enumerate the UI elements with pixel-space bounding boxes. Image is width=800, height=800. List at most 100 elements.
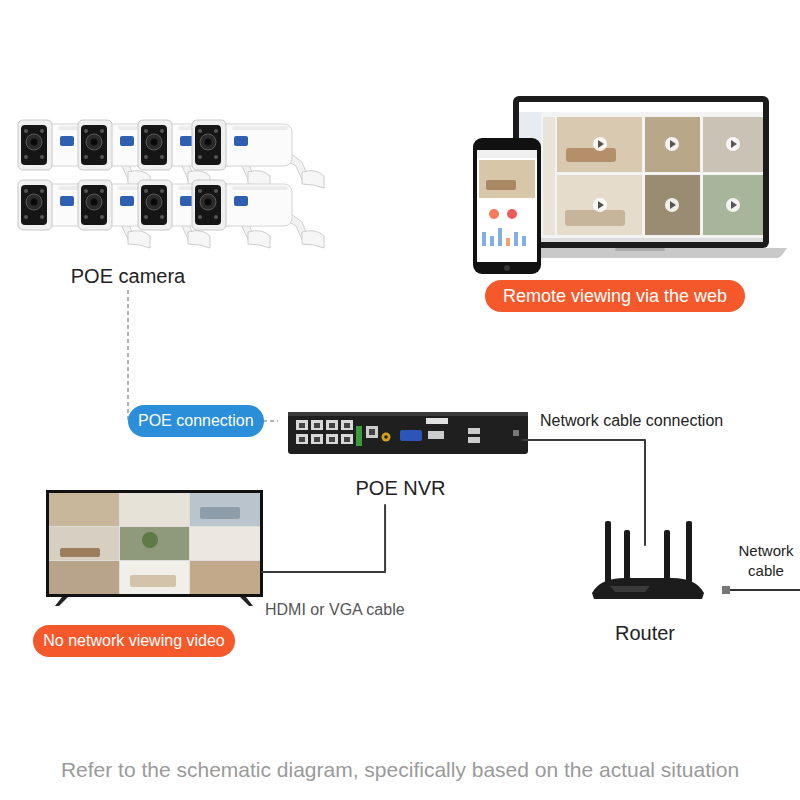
- nvr-device: [341, 420, 353, 430]
- device-label: POE NVR: [355, 476, 445, 500]
- nvr-device: [400, 430, 422, 441]
- laptop: [565, 210, 625, 226]
- television: [240, 597, 253, 606]
- network-cable-line: [728, 589, 800, 591]
- television: [60, 548, 100, 557]
- cable-connector: [128, 290, 278, 421]
- nvr-device: [288, 412, 528, 454]
- nvr-device: [311, 420, 323, 430]
- nvr-device: [299, 437, 305, 442]
- nvr-device: [329, 437, 335, 442]
- laptop: [665, 198, 679, 212]
- nvr-device: [366, 426, 378, 438]
- cable-connector: [262, 505, 385, 572]
- laptop: [665, 137, 679, 151]
- laptop: [566, 148, 616, 162]
- television: [190, 561, 260, 594]
- nvr-device: [344, 437, 350, 442]
- network-cable-line: [722, 586, 730, 594]
- router: [686, 521, 692, 583]
- nvr-device: [513, 430, 519, 436]
- nvr-device: [296, 434, 308, 444]
- television: [190, 493, 260, 526]
- smartphone: [477, 150, 537, 262]
- laptop: [593, 198, 607, 212]
- laptop: [557, 117, 642, 172]
- television: [120, 493, 189, 526]
- television: [120, 561, 189, 594]
- nvr-device: [311, 434, 323, 444]
- caption-text: Refer to the schematic diagram, specific…: [0, 757, 800, 783]
- nvr-device: [384, 435, 388, 439]
- cable-label: HDMI or VGA cable: [265, 600, 405, 620]
- nvr-device: [468, 437, 480, 443]
- laptop: [519, 102, 763, 242]
- smartphone: [522, 236, 526, 246]
- television: [190, 527, 260, 560]
- nvr-device: [314, 437, 320, 442]
- laptop: [645, 175, 700, 235]
- laptop: [726, 137, 740, 151]
- television: [49, 527, 119, 560]
- television: [142, 532, 158, 548]
- smartphone: [479, 160, 535, 198]
- network-cable-line: [722, 586, 800, 594]
- nvr-device: [426, 418, 448, 424]
- smartphone: [490, 236, 494, 246]
- router: [605, 521, 611, 583]
- camera-group: [192, 180, 324, 248]
- monitor-node: No network viewing video: [34, 485, 262, 660]
- nvr-device: [326, 434, 338, 444]
- nvr-device: [382, 433, 391, 442]
- nvr-device: [344, 423, 350, 428]
- nvr-device: [468, 428, 480, 434]
- router-node: Router: [575, 545, 715, 645]
- television: [49, 493, 119, 526]
- smartphone: [473, 138, 541, 274]
- cable-label: Network cable: [730, 541, 800, 581]
- television: [120, 527, 189, 560]
- nvr-device: [326, 420, 338, 430]
- laptop: [726, 198, 740, 212]
- camera-group: [18, 120, 324, 248]
- laptop: [543, 117, 555, 235]
- smartphone: [482, 232, 486, 246]
- laptop: [519, 238, 763, 242]
- smartphone: [514, 232, 518, 246]
- nvr-device: [288, 412, 528, 416]
- nvr-device: [369, 429, 375, 435]
- nvr-device: [356, 426, 362, 446]
- laptop: [703, 175, 763, 235]
- television: [130, 575, 176, 587]
- television: [55, 597, 68, 606]
- television: [49, 493, 260, 594]
- smartphone: [477, 150, 537, 158]
- nvr-device: [341, 434, 353, 444]
- router: [610, 586, 650, 592]
- nvr-device: [288, 412, 528, 454]
- television: [46, 490, 263, 597]
- router: [624, 530, 630, 583]
- device-label: Router: [615, 621, 675, 645]
- router: [592, 521, 704, 599]
- television: [200, 507, 240, 519]
- television: [49, 561, 119, 594]
- smartphone: [473, 138, 541, 274]
- device-label: POE camera: [71, 264, 185, 288]
- laptop: [557, 175, 642, 235]
- smartphone: [504, 265, 510, 271]
- camera-node: POE camera: [8, 105, 248, 290]
- router: [664, 530, 670, 583]
- router: [592, 578, 704, 599]
- nvr-device: [296, 420, 308, 430]
- smartphone: [507, 209, 517, 219]
- smartphone: [506, 238, 510, 246]
- laptop: [703, 117, 763, 172]
- smartphone: [498, 228, 502, 246]
- laptop: [513, 96, 769, 248]
- laptop: [615, 248, 665, 251]
- television: [46, 490, 263, 606]
- laptop: [519, 102, 763, 112]
- nvr-device: [299, 423, 305, 428]
